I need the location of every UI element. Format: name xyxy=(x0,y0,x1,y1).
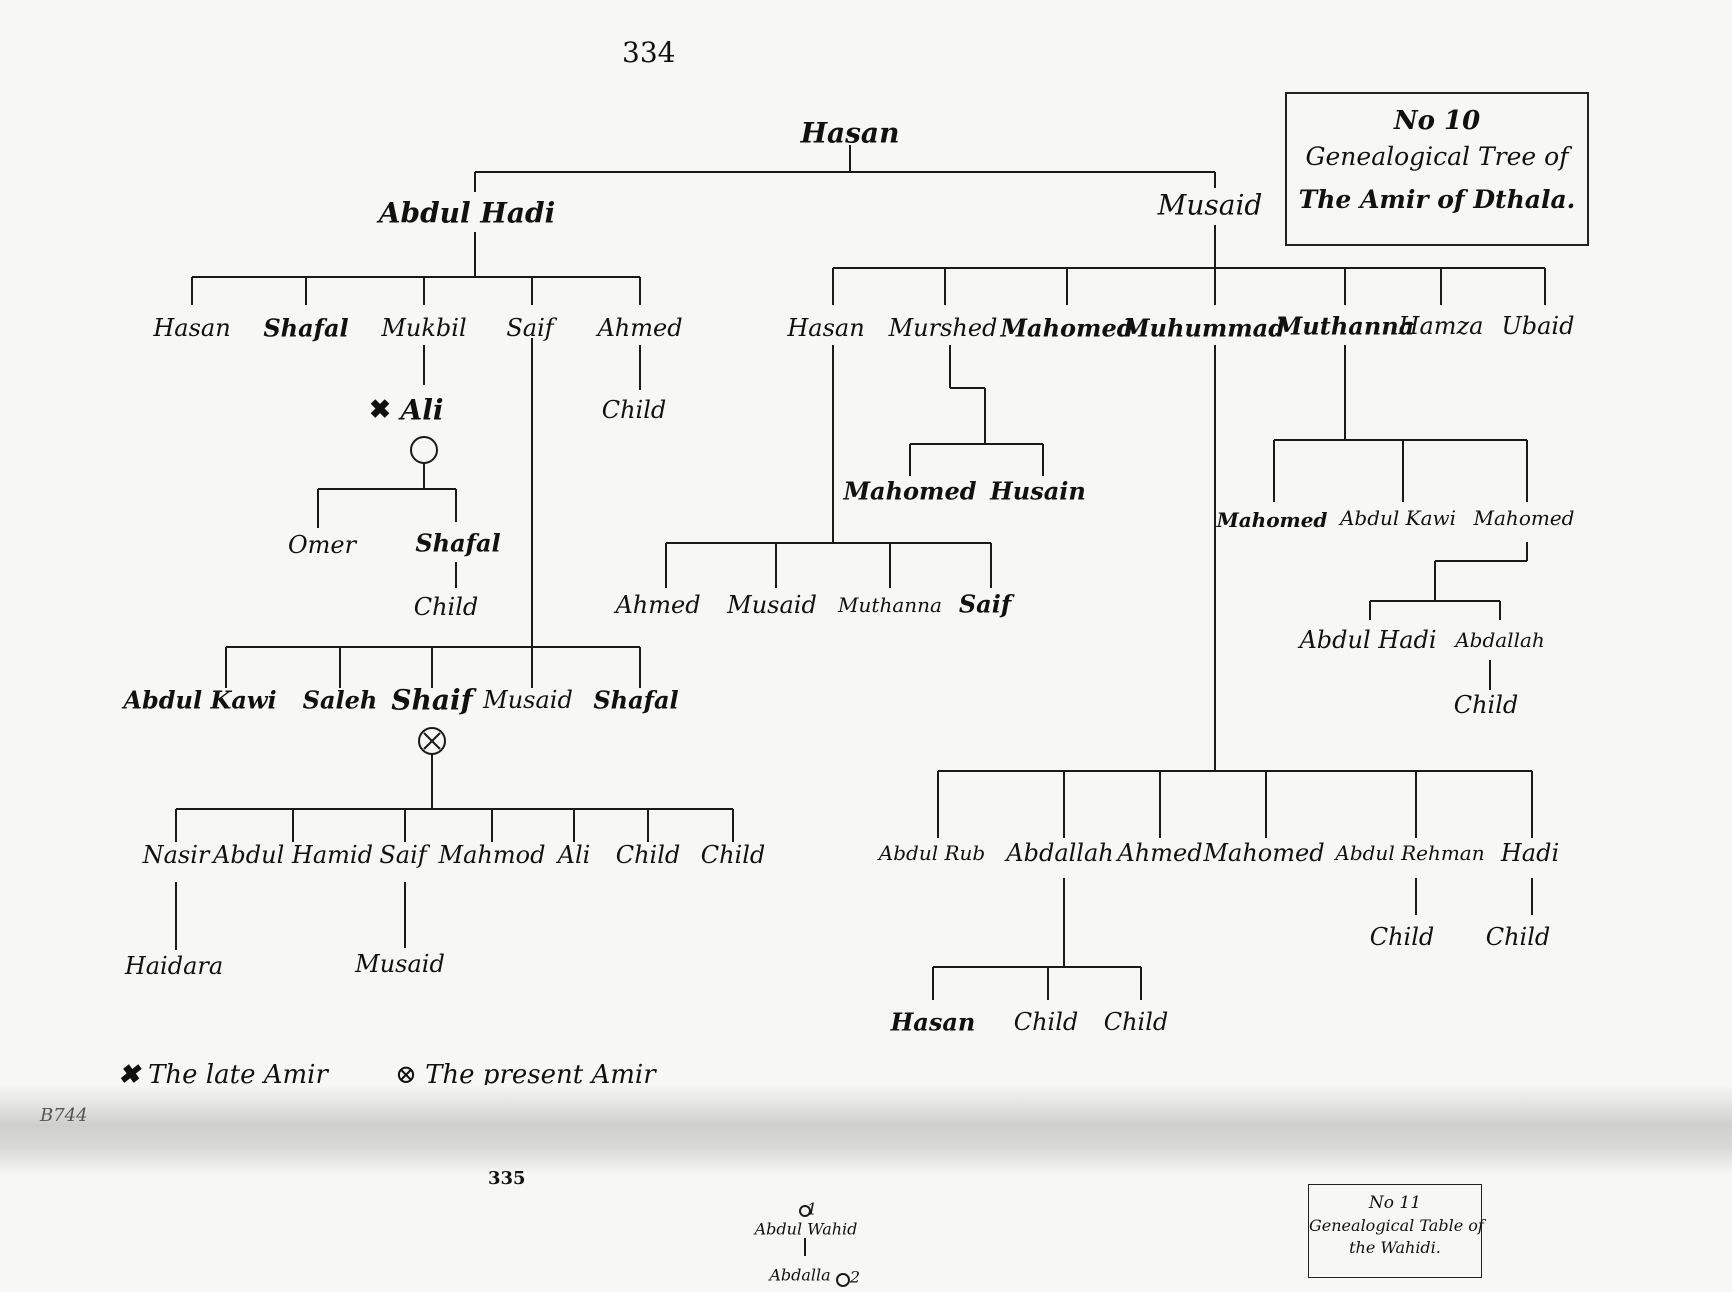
node-muhummad-abdallah: Abdallah xyxy=(1006,839,1114,867)
bottom-node-abdalla: Abdalla xyxy=(769,1265,831,1285)
node-muthanna-mahomed-1: Mahomed xyxy=(1216,508,1328,532)
node-musaid: Musaid xyxy=(1157,188,1263,222)
node-mahomed-abdallah: Abdallah xyxy=(1455,628,1545,652)
node-husain: Husain xyxy=(990,476,1086,506)
title-box: No 10 Genealogical Tree of The Amir of D… xyxy=(1285,92,1589,246)
node-shaif-saif-musaid: Musaid xyxy=(355,950,445,978)
node-mahomed-abdul-hadi: Abdul Hadi xyxy=(1299,626,1437,654)
bottom-node2-num: 2 xyxy=(849,1267,861,1287)
present-amir-legend-icon: ⊗ xyxy=(395,1060,417,1090)
node-muhummad-mahomed: Mahomed xyxy=(1203,839,1325,867)
node-root-hasan: Hasan xyxy=(800,116,900,150)
node-hasan-muthanna: Muthanna xyxy=(838,593,942,617)
node-abdul-rehman: Abdul Rehman xyxy=(1335,841,1485,865)
node-muthanna-abdul-kawi: Abdul Kawi xyxy=(1339,506,1457,530)
node-ahmed-child: Child xyxy=(601,396,667,424)
node-murshed: Murshed xyxy=(888,314,998,342)
node-abdallah-child-2: Child xyxy=(1103,1008,1169,1036)
node-ali: Ali xyxy=(400,393,444,427)
bottom-box-line2: Genealogical Table of xyxy=(1309,1216,1484,1235)
bottom-box-line3: the Wahidi. xyxy=(1349,1238,1441,1257)
late-amir-legend-icon: ✖ xyxy=(118,1060,140,1090)
node-abdul-rub: Abdul Rub xyxy=(878,841,986,865)
node-abdul-rehman-child: Child xyxy=(1369,923,1435,951)
node-abdallah-child: Child xyxy=(1453,691,1519,719)
node-abdul-hamid: Abdul Hamid xyxy=(213,841,373,869)
node-shaif-child-1: Child xyxy=(615,841,681,869)
bottom-title-box: No 11 Genealogical Table of the Wahidi. xyxy=(1308,1184,1484,1278)
node-mahmod: Mahmod xyxy=(438,841,546,869)
page-fold-shadow xyxy=(0,1085,1732,1175)
node-hadi-child: Child xyxy=(1485,923,1551,951)
node-hadi: Hadi xyxy=(1500,839,1560,867)
node-hasan-saif: Saif xyxy=(958,589,1012,619)
node-murshed-mahomed: Mahomed xyxy=(843,476,977,506)
late-amir-mark: ✖ xyxy=(369,395,391,425)
node-abdul-hadi: Abdul Hadi xyxy=(378,196,556,230)
node-muhummad-ahmed: Ahmed xyxy=(1117,839,1203,867)
page-number-top: 334 xyxy=(622,36,676,69)
node-nasir: Nasir xyxy=(142,841,210,869)
bottom-node1-num: 1 xyxy=(806,1199,818,1219)
node-muhummad: Muhummad xyxy=(1122,313,1286,343)
node-hadi-child-hasan: Hasan xyxy=(153,314,231,342)
node-hadi-child-ahmed: Ahmed xyxy=(597,314,683,342)
node-hasan-musaid: Musaid xyxy=(727,591,817,619)
node-hadi-child-shafal: Shafal xyxy=(263,313,349,343)
node-abdul-kawi: Abdul Kawi xyxy=(123,685,277,715)
node-shaif-saif: Saif xyxy=(379,841,427,869)
node-hadi-child-saif: Saif xyxy=(506,314,554,342)
page-number-bottom: 335 xyxy=(488,1168,526,1189)
bottom-node-abdul-wahid: Abdul Wahid xyxy=(754,1219,858,1239)
node-abdallah-child-1: Child xyxy=(1013,1008,1079,1036)
node-musaid-child-mahomed: Mahomed xyxy=(1000,313,1134,343)
stamp-label: B744 xyxy=(40,1105,88,1126)
node-shafal-child: Child xyxy=(413,593,479,621)
node-muthanna-mahomed-2: Mahomed xyxy=(1473,506,1575,530)
node-hasan-ahmed: Ahmed xyxy=(615,591,701,619)
title-box-line1: No 10 xyxy=(1393,106,1481,136)
node-shaif: Shaif xyxy=(391,683,473,717)
node-saleh: Saleh xyxy=(302,685,378,715)
node-omer: Omer xyxy=(287,531,357,559)
node-abdallah-hasan: Hasan xyxy=(890,1007,976,1037)
title-box-line2: Genealogical Tree of xyxy=(1305,142,1569,171)
node-shaif-child-2: Child xyxy=(700,841,766,869)
title-box-line3: The Amir of Dthala. xyxy=(1298,185,1576,214)
node-haidara: Haidara xyxy=(124,952,224,980)
node-ali-shafal: Shafal xyxy=(415,528,501,558)
node-saif-musaid: Musaid xyxy=(483,686,573,714)
node-hamza: Hamza xyxy=(1398,312,1484,340)
node-saif-shafal: Shafal xyxy=(593,685,679,715)
node-muthanna: Muthanna xyxy=(1275,311,1415,341)
node-ubaid: Ubaid xyxy=(1501,312,1575,340)
node-hadi-child-mukbil: Mukbil xyxy=(381,314,467,342)
node-shaif-ali: Ali xyxy=(557,841,591,869)
node-musaid-child-hasan: Hasan xyxy=(787,314,865,342)
bottom-box-line1: No 11 xyxy=(1368,1193,1422,1213)
